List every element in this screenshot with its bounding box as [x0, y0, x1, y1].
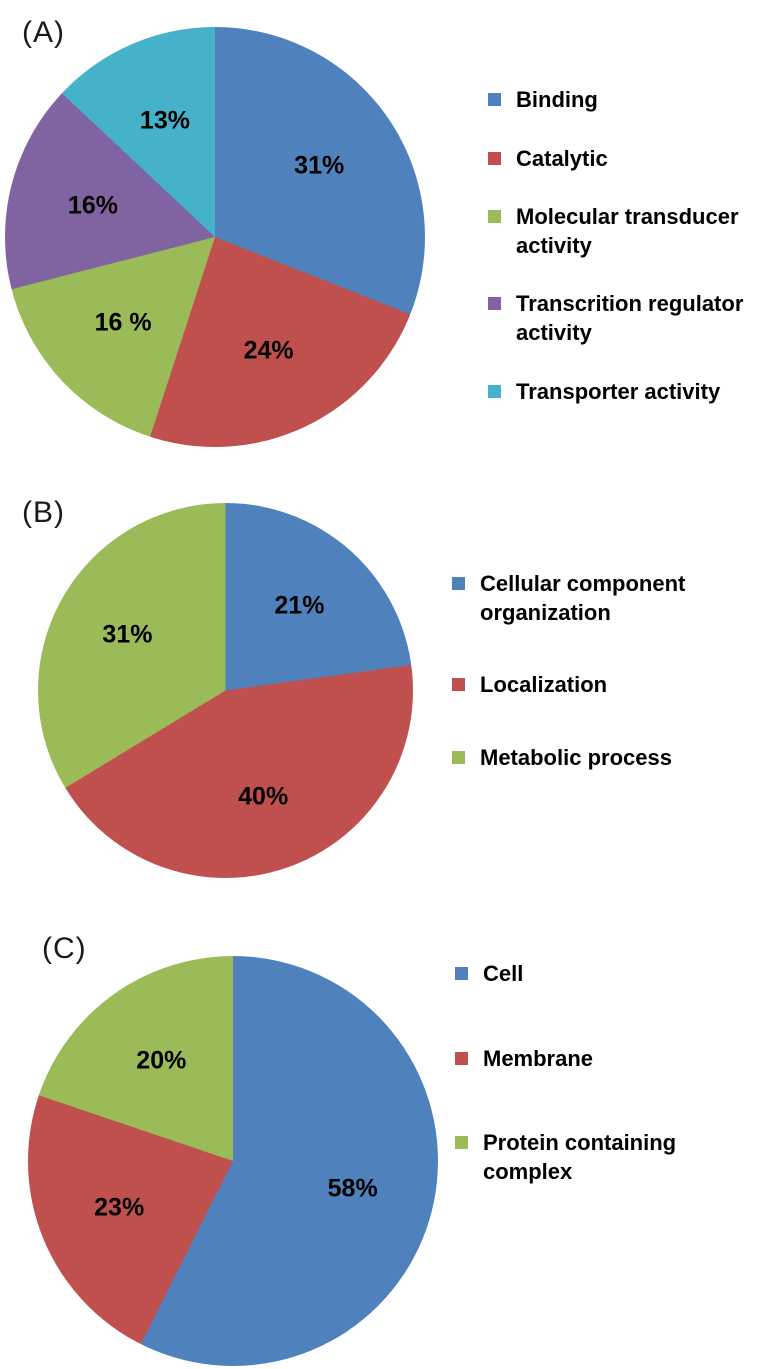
legend-label: Metabolic process: [480, 744, 672, 770]
legend-marker-icon: [452, 678, 465, 692]
legend-marker-icon: [488, 93, 501, 106]
legend-label: Molecular transducer activity: [516, 204, 739, 258]
legend-item: Transcrition regulator activity: [488, 290, 766, 347]
slice-label: 20%: [136, 1046, 187, 1075]
legend-label: Protein containing complex: [483, 1130, 677, 1184]
legend-item: Catalytic: [488, 145, 766, 174]
legend-label: Membrane: [483, 1045, 594, 1071]
legend-item: Molecular transducer activity: [488, 203, 766, 260]
panel-label-c: (C): [42, 932, 87, 965]
legend-marker-icon: [455, 1051, 468, 1065]
pie-chart-c: 58% 23% 20%: [28, 956, 438, 1366]
legend-item: Cellular component organization: [452, 570, 752, 627]
legend-label: Binding: [516, 87, 598, 112]
legend-label: Transcrition regulator activity: [516, 291, 744, 345]
slice-label: 23%: [94, 1193, 145, 1222]
slice-label: 21%: [274, 591, 325, 620]
legend-marker-icon: [488, 151, 501, 165]
legend-marker-icon: [488, 384, 501, 398]
pie-chart-b: 21% 40% 31%: [38, 503, 413, 878]
slice-label: 13%: [139, 106, 190, 135]
pie-chart-a: 31% 24% 16 % 16% 13%: [5, 27, 425, 447]
legend-item: Metabolic process: [452, 744, 752, 773]
legend-marker-icon: [452, 577, 465, 590]
legend-item: Binding: [488, 86, 766, 115]
legend-label: Transporter activity: [516, 378, 721, 404]
slice-label: 16%: [67, 191, 118, 220]
legend-item: Transporter activity: [488, 378, 766, 407]
slice-label: 16 %: [94, 308, 152, 337]
slice-label: 31%: [102, 620, 153, 649]
legend-label: Localization: [480, 672, 608, 698]
legend-item: Localization: [452, 671, 752, 700]
legend-label: Cell: [483, 961, 524, 986]
slice-label: 58%: [327, 1174, 378, 1203]
slice-label: 24%: [243, 336, 294, 365]
panel-label-b: (B): [22, 496, 65, 529]
legend-marker-icon: [455, 1136, 468, 1150]
legend-marker-icon: [488, 210, 501, 224]
legend-marker-icon: [452, 750, 465, 764]
legend-marker-icon: [455, 967, 468, 980]
legend-item: Protein containing complex: [455, 1129, 755, 1186]
slice-label: 40%: [238, 782, 289, 810]
panel-label-a: (A): [22, 16, 65, 49]
legend-label: Catalytic: [516, 145, 608, 171]
legend-label: Cellular component organization: [480, 571, 686, 625]
legend-item: Cell: [455, 960, 755, 989]
legend-item: Membrane: [455, 1045, 755, 1074]
legend-marker-icon: [488, 297, 501, 311]
slice-label: 31%: [294, 151, 345, 180]
